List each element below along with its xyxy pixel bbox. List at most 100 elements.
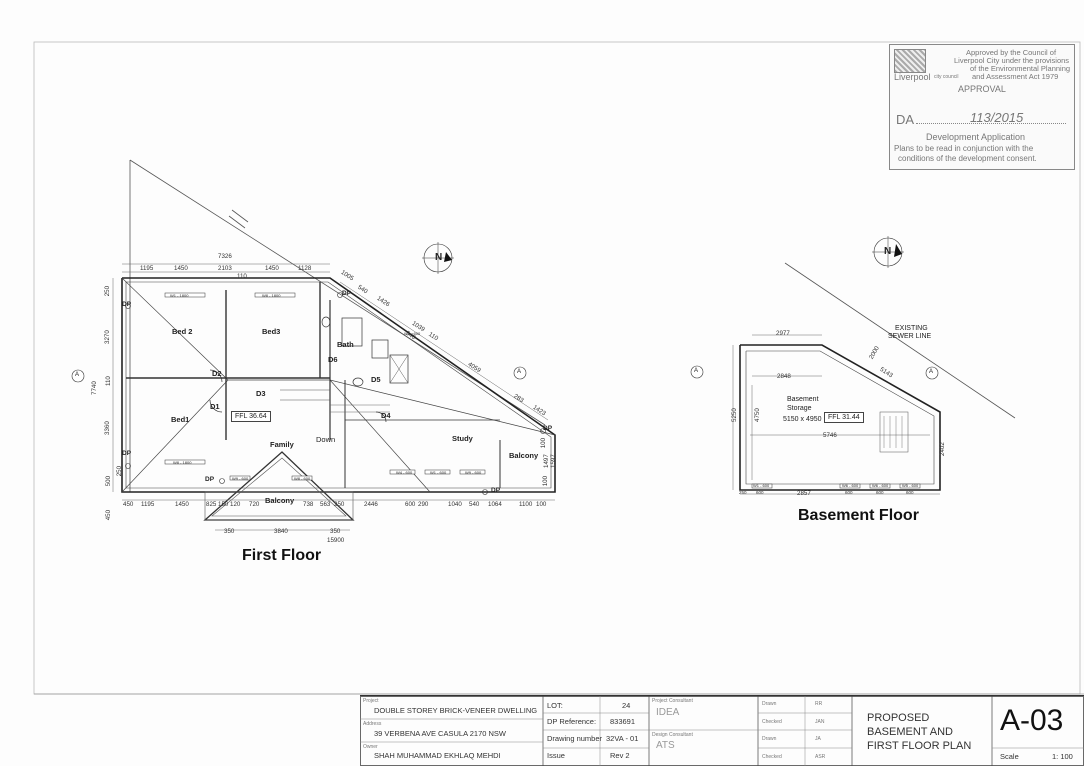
dim-basement: 5746 [823, 432, 837, 439]
dim-left: 250 [104, 285, 112, 297]
dim-bottom: 825 [206, 501, 217, 508]
dim-bottom: 540 [469, 501, 480, 508]
tb-project-label: Project [363, 698, 379, 704]
stamp-app-type: Development Application [926, 132, 1026, 142]
basement-room-2: Storage [787, 405, 812, 412]
dim-right: 100 [540, 437, 548, 449]
sewer-label-2: SEWER LINE [888, 333, 932, 340]
basement-window: W1 - 600 [753, 483, 770, 488]
dp-label-1: DP [122, 301, 132, 308]
stamp-line1: Approved by the Council of [966, 48, 1057, 57]
dim-top: 110 [237, 273, 247, 280]
dim-balcony: 350 [330, 528, 341, 535]
dim-bottom: 1064 [488, 501, 502, 508]
dim-basement: 5250 [730, 408, 738, 422]
dim-bottom: 1450 [175, 501, 189, 508]
dim-basement: 600 [845, 490, 853, 495]
dim-bottom: 290 [418, 501, 429, 508]
tb-checked1-label: Checked [762, 719, 782, 725]
basement-window: W5 - 600 [902, 483, 919, 488]
dim-bottom: 1040 [448, 501, 462, 508]
section-marker-right: A [517, 369, 522, 375]
dim-bottom: 600 [405, 501, 416, 508]
tb-drawn2: JA [815, 736, 821, 742]
dim-balcony: 3840 [274, 528, 288, 535]
council-approval-stamp: Approved by the Council of Liverpool Cit… [889, 44, 1075, 170]
dim-right: 1597 [549, 454, 557, 468]
stamp-brand: Liverpool [894, 72, 931, 82]
window-label-1: W1 - 1800 [170, 293, 189, 298]
tb-owner: SHAH MUHAMMAD EKHLAQ MEHDI [374, 751, 501, 760]
basement-room: Basement [787, 396, 819, 403]
room-bed3: Bed3 [262, 327, 281, 336]
tb-dp: 833691 [610, 717, 636, 726]
stamp-line4: and Assessment Act 1979 [972, 72, 1059, 81]
dim-top: 2103 [218, 265, 232, 272]
dp-label-3: DP [342, 290, 352, 297]
tb-owner-label: Owner [363, 744, 378, 750]
tb-sheet-number: A-03 [1000, 704, 1064, 737]
tb-sheet-title3: FIRST FLOOR PLAN [867, 740, 972, 752]
tb-drawn1-label: Drawn [762, 701, 777, 707]
door-d3: D3 [256, 389, 266, 398]
window-label-9: W3 - 600 [404, 331, 421, 336]
dp-label-4: DP [543, 425, 553, 432]
dim-top: 1450 [174, 265, 188, 272]
tb-lot: 24 [622, 701, 631, 710]
tb-dp-label: DP Reference: [547, 717, 597, 726]
section-marker-basement-right: A [929, 369, 934, 375]
dim-top-overall: 7326 [218, 253, 232, 260]
tb-design-label: Design Consultant [652, 732, 693, 738]
north-label-basement: N [884, 246, 892, 257]
section-marker-basement-left: A [694, 368, 699, 374]
window-label-3: W8 - 1800 [173, 460, 192, 465]
tb-sheet-title1: PROPOSED [867, 712, 930, 724]
dim-balcony: 350 [224, 528, 235, 535]
window-label-7: W9 - 600 [232, 476, 249, 481]
dim-left: 500 [105, 475, 113, 487]
tb-sheet-title2: BASEMENT AND [867, 726, 953, 738]
dim-bottom: 563 [320, 501, 331, 508]
stamp-da-label: DA [896, 112, 915, 127]
door-d2: D2 [212, 369, 222, 378]
door-d4: D4 [381, 411, 391, 420]
stamp-da-number: 113/2015 [970, 110, 1024, 125]
tb-scale: 1: 100 [1052, 752, 1073, 761]
ffl-first-floor: FFL 36.64 [231, 411, 271, 422]
room-bed1: Bed1 [171, 415, 190, 424]
dim-bottom: 1195 [141, 501, 155, 508]
dim-top: 1128 [298, 265, 312, 272]
north-label-first: N [435, 252, 443, 263]
council-logo-icon [894, 49, 926, 73]
window-label-2: W8 - 1800 [262, 293, 281, 298]
ffl-basement: FFL 31.44 [824, 412, 864, 423]
room-study: Study [452, 434, 473, 443]
dp-label-2: DP [122, 450, 132, 457]
dim-basement: 2977 [776, 330, 790, 337]
dim-top: 1195 [140, 265, 154, 272]
dim-right: 100 [542, 475, 550, 487]
tb-drawn1: RR [815, 701, 823, 707]
tb-scale-label: Scale [1000, 752, 1019, 761]
tb-drawing-no: 32VA - 01 [606, 734, 639, 743]
section-marker-left: A [75, 372, 80, 378]
dim-bottom: 450 [123, 501, 134, 508]
dim-bottom: 120 [230, 501, 241, 508]
tb-drawing-no-label: Drawing number [547, 734, 603, 743]
dim-balcony-total: 15900 [327, 537, 345, 544]
tb-project: DOUBLE STOREY BRICK-VENEER DWELLING [374, 706, 538, 715]
tb-checked2: ASR [815, 754, 826, 760]
tb-address: 39 VERBENA AVE CASULA 2170 NSW [374, 729, 507, 738]
basement-window: W6 - 600 [872, 483, 889, 488]
room-balcony-bottom: Balcony [265, 496, 295, 505]
dim-left: 3360 [103, 421, 111, 435]
dim-left: 250 [116, 465, 124, 477]
title-block: Project DOUBLE STOREY BRICK-VENEER DWELL… [360, 695, 1084, 766]
dim-bottom: 1100 [519, 501, 533, 508]
dim-left: 450 [105, 509, 113, 521]
tb-consultant-label: Project Consultant [652, 698, 693, 704]
dim-basement: 600 [906, 490, 914, 495]
dim-bottom: 100 [536, 501, 547, 508]
basement-size: 5150 x 4950 [783, 416, 822, 423]
tb-drawn2-label: Drawn [762, 736, 777, 742]
